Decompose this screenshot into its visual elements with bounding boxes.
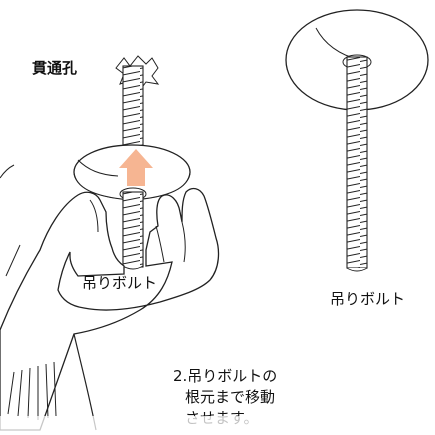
up-arrow-icon bbox=[119, 149, 153, 186]
right-mounting-figure bbox=[285, 9, 429, 272]
glove-cuff-ribbing bbox=[7, 361, 57, 420]
step-instruction-line-2: 根元まで移動 bbox=[185, 388, 276, 406]
hanging-bolt-label-right: 吊りボルト bbox=[330, 290, 406, 308]
right-hanging-bolt bbox=[346, 56, 368, 269]
left-plate-fold-line bbox=[77, 159, 119, 177]
through-hole-label: 貫通孔 bbox=[32, 59, 78, 77]
step-instruction-line-1: 2.吊りボルトの bbox=[173, 367, 278, 385]
hanging-bolt-label-left: 吊りボルト bbox=[82, 274, 158, 292]
bottom-fade-overlay bbox=[0, 416, 435, 435]
left-mounting-figure bbox=[0, 55, 220, 431]
